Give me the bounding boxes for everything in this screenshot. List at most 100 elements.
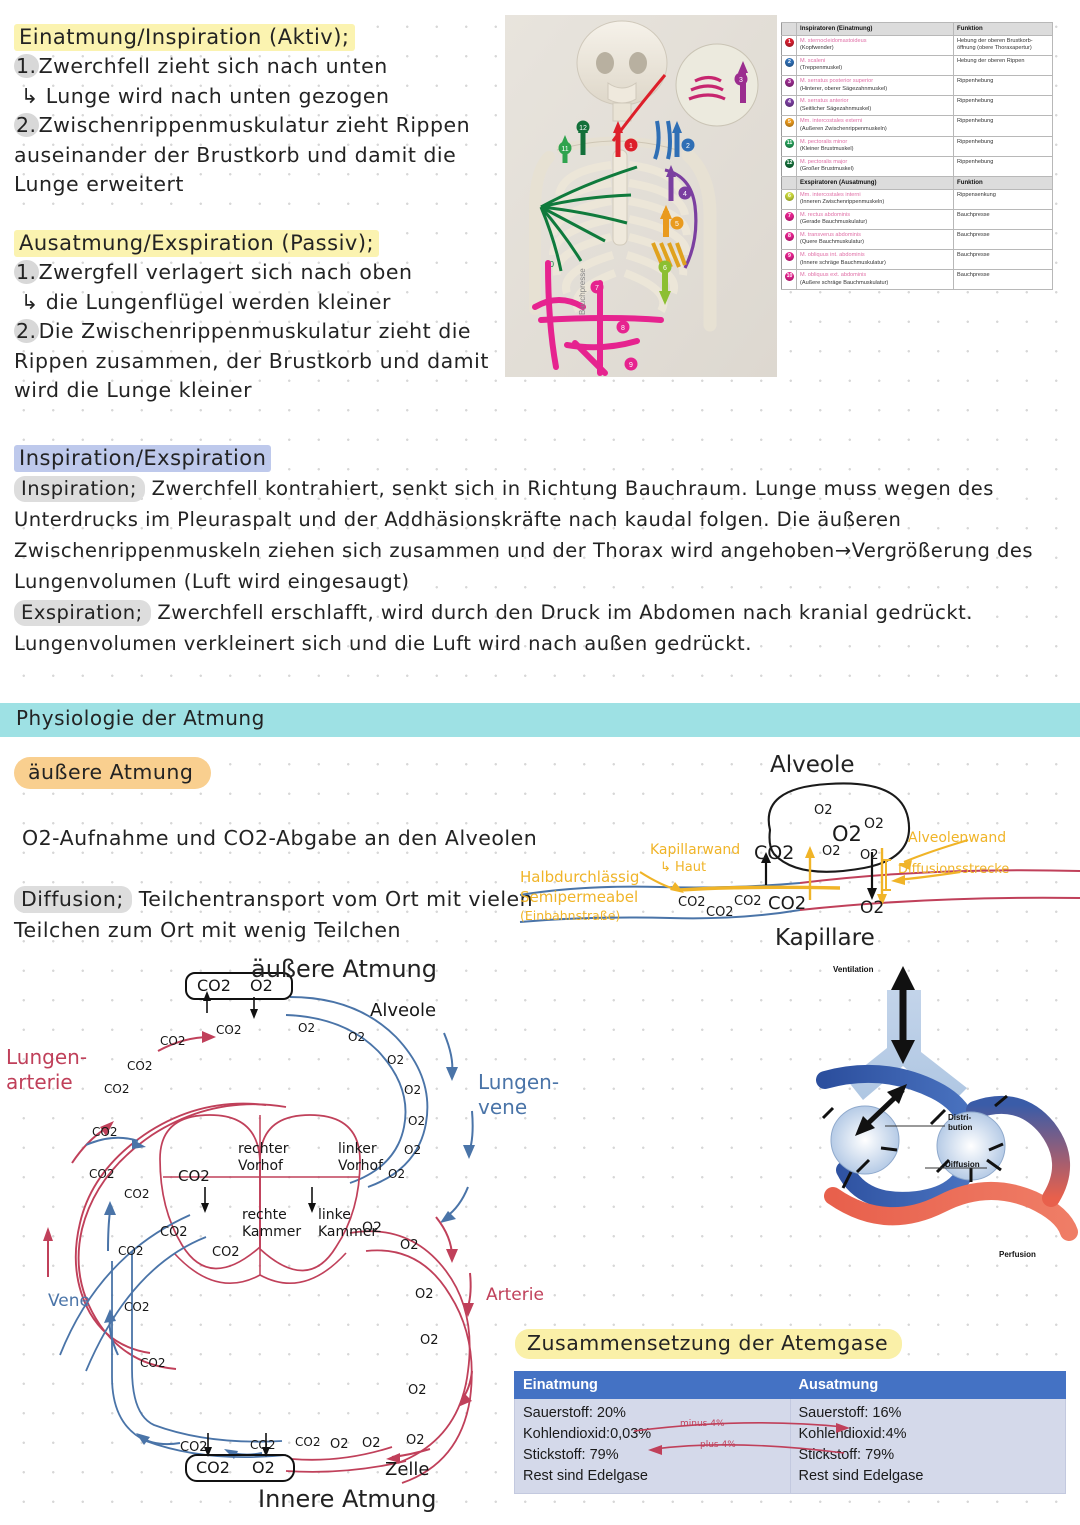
paragraph-line: Lungenvolumen (Luft wird eingesaugt) [14,570,410,593]
badge-3: 3 [785,77,794,87]
marker-badge: 12 [781,155,797,177]
gas-label-co2: CO2 [216,1023,242,1037]
gas-label-o2: O2 [400,1238,419,1253]
badge-11: 11 [785,138,794,148]
box-top-co2: CO2 [197,976,231,995]
list-number: 2. [14,113,39,137]
gas-label-co2: CO2 [118,1244,144,1258]
list-text: Rippen zusammen, der Brustkorb und damit [14,348,489,373]
subheading-aussere-atmung-text: äußere Atmung [14,757,212,789]
value-kohlendioxid: Kohlendioxid:4% [798,1426,907,1442]
gas-label-o2: O2 [860,848,879,863]
paragraph-text: Zwerchfell kontrahiert, senkt sich in Ri… [144,477,994,500]
value-sauerstoff: Sauerstoff: 16% [798,1405,902,1421]
list-text: auseinander der Brustkorb und damit die [14,142,457,167]
muscle-group-header: Exspiratoren (Ausatmung) [796,175,954,190]
marker-badge: 10 [781,269,797,291]
function-header: Funktion [953,22,1053,36]
table-row: Sauerstoff: 20% Kohlendioxid:0,03% Stick… [514,1398,1066,1494]
gas-label-o2: O2 [387,1053,405,1067]
gas-label-co2: CO2 [754,842,795,864]
badge-10: 10 [785,272,794,282]
gas-label-co2: CO2 [212,1245,240,1260]
note-title-inspiration-text: Einatmung/Inspiration (Aktiv); [14,24,355,51]
muscle-name-cell: Mm. intercostales externi(Außeren Zwisch… [796,115,954,137]
label-kapillarwand-haut: ↳ Haut [660,860,707,875]
section-inspiration-exspiration: Inspiration/Exspiration Inspiration; Zwe… [14,443,1064,659]
box-top-o2: O2 [250,976,273,995]
marker-5: 5 [675,221,679,228]
muscle-latin-name: M. serratus posterior superior [800,77,874,84]
muscle-german-name: (Seitlicher Sägezahnmuskel) [800,105,872,112]
marker-badge: 7 [781,208,797,230]
skeleton-svg: 3 1 2 11 12 10 4 5 [505,15,777,377]
inline-label-inspiration: Inspiration; [14,476,145,502]
muscle-german-name: (Innere schräge Bauchmuskulatur) [800,259,886,266]
gas-label-o2-extra: O2 [406,1433,425,1448]
muscle-name-cell: M. serratus posterior superior(Hinterer,… [796,74,954,97]
gas-label-o2: O2 [832,822,862,846]
alveole-diagram: Alveole Kapillare Halbdurchlässig Semipe… [519,752,1080,955]
note-block-exspiration: Ausatmung/Exspiration (Passiv); 1.Zwergf… [14,228,494,406]
table-header-row: Einatmung Ausatmung [514,1371,1066,1399]
ventilation-perfusion-figure: Ventilation Distri-bution Diffusion Perf… [816,960,1078,1280]
muscle-latin-name: Mm. intercostales externi [800,118,863,125]
muscle-german-name: (Treppenmuskel) [800,65,843,72]
marker-badge: 3 [781,74,797,97]
kapillare-title: Kapillare [775,925,875,951]
text-diffusion: Diffusion; Teilchentransport vom Ort mit… [14,884,534,946]
marker-3: 3 [739,77,743,84]
label-perfusion: Perfusion [999,1250,1036,1259]
circulation-label-zelle: Zelle [385,1459,430,1480]
muscle-german-name: (Gerade Bauchmuskulatur) [800,219,868,226]
muscle-name-cell: Mm. intercostales interni(Inneren Zwisch… [796,188,954,210]
muscle-german-name: (Außeren Zwischenrippenmuskeln) [800,125,887,132]
ventilation-svg [816,966,1078,1241]
label-lungenvene: Lungen-vene [478,1070,560,1119]
note-line: Rippen zusammen, der Brustkorb und damit [14,347,494,377]
muscle-name-cell: M. obliquus int. abdominis(Innere schräg… [796,249,954,271]
text-o2-aufnahme: O2-Aufnahme und CO2-Abgabe an den Alveol… [22,826,538,850]
gas-label-o2: O2 [362,1220,382,1236]
muscle-name-cell: M. sternocleidomastoideus(Kopfwender) [796,34,954,56]
muscle-function-cell: Hebung der oberen Rippen [953,54,1053,76]
note-line: 2.Die Zwischenrippenmuskulatur zieht die [14,317,494,347]
gas-label-o2: O2 [404,1143,422,1157]
note-title-inspiration: Einatmung/Inspiration (Aktiv); [14,22,494,52]
gas-label-co2: CO2 [124,1300,150,1314]
note-line: Lunge erweitert [14,170,494,200]
section-band-title: Physiologie der Atmung [16,706,265,730]
label-vene: Vene [48,1291,91,1311]
atemgase-table: Einatmung Ausatmung Sauerstoff: 20% Kohl… [514,1371,1066,1494]
value-edelgase: Rest sind Edelgase [523,1468,648,1484]
list-text: Zwerchfell zieht sich nach unten [38,54,388,78]
gas-label-o2: O2 [408,1114,426,1128]
muscle-function-cell: Rippenhebung [953,155,1053,177]
box-bottom-co2: CO2 [196,1458,230,1477]
muscle-name-cell: M. pectoralis major(Großer Brustmuskel) [796,155,954,177]
marker-badge: 5 [781,115,797,137]
note-line: 2.Zwischenrippenmuskulatur zieht Rippen [14,111,494,141]
diffusion-text-line2: Teilchen zum Ort mit wenig Teilchen [14,918,402,942]
diffusion-text-line1: Teilchentransport vom Ort mit vielen [131,887,534,911]
paragraph-line: Zwischenrippenmuskeln ziehen sich zusamm… [14,539,1034,562]
heading-atemgase-text: Zusammensetzung der Atemgase [515,1329,903,1359]
gas-label-co2: CO2 [180,1440,208,1455]
gas-label-co2: CO2 [140,1356,166,1370]
gas-label-o2: O2 [822,844,841,859]
marker-9: 9 [629,362,633,369]
muscle-latin-name: M. pectoralis major [800,158,848,165]
cell-ausatmung: Sauerstoff: 16% Kohlendioxid:4% Sticksto… [789,1398,1066,1494]
function-header: Funktion [953,175,1053,190]
gas-label-co2: CO2 [768,893,807,914]
badge-8: 8 [785,231,794,241]
muscle-latin-name: M. serratus anterior [800,98,849,105]
alveole-svg [519,782,1080,923]
